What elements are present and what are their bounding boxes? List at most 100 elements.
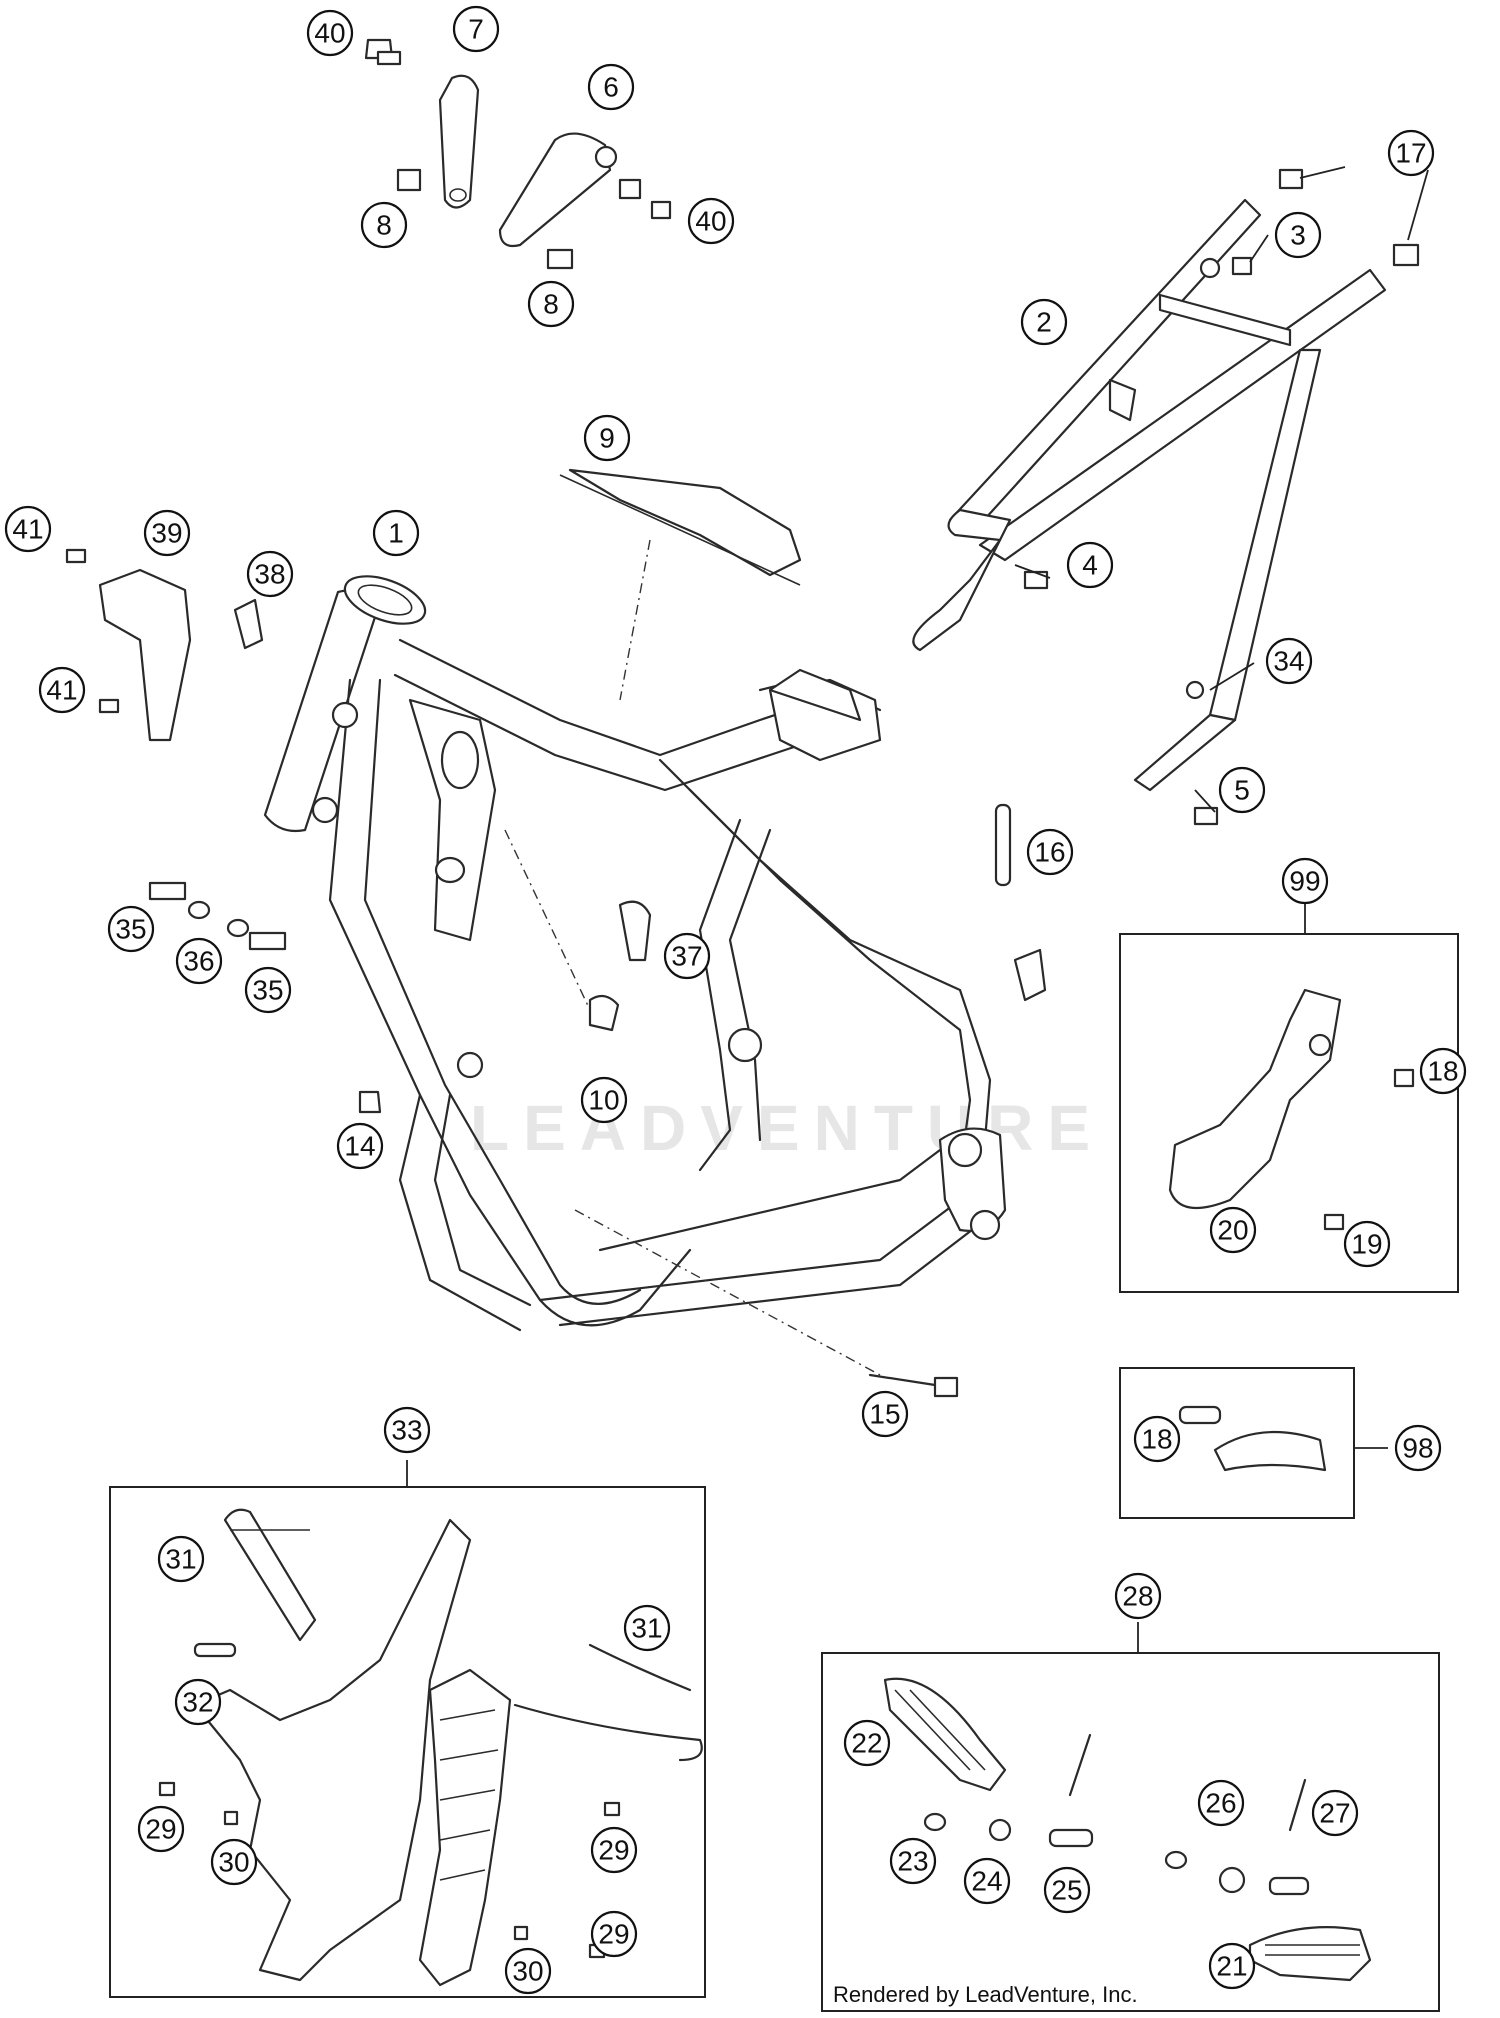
svg-text:1: 1 (388, 518, 404, 549)
box-98 (1119, 1367, 1355, 1519)
svg-text:27: 27 (1319, 1798, 1350, 1829)
callout: 7 (452, 5, 500, 53)
callout: 41 (4, 505, 52, 553)
svg-text:29: 29 (145, 1814, 176, 1845)
part-38-clip (233, 598, 264, 650)
svg-text:17: 17 (1395, 138, 1426, 169)
callout: 3 (1274, 211, 1322, 259)
callout: 40 (687, 197, 735, 245)
part-6-bracket (498, 132, 618, 248)
svg-text:38: 38 (254, 559, 285, 590)
part-33-frame-protectors (158, 1508, 703, 1987)
part-39-bracket (98, 568, 192, 742)
part-7-bracket (438, 74, 480, 209)
svg-text:40: 40 (695, 206, 726, 237)
callout: 26 (1197, 1779, 1245, 1827)
svg-text:23: 23 (897, 1846, 928, 1877)
callout: 19 (1343, 1220, 1391, 1268)
svg-text:99: 99 (1289, 866, 1320, 897)
callout: 8 (527, 280, 575, 328)
svg-text:41: 41 (12, 514, 43, 545)
part-28-footpegs (883, 1677, 1372, 1982)
callout: 29 (590, 1826, 638, 1874)
svg-text:98: 98 (1402, 1433, 1433, 1464)
part-3-screw (1231, 256, 1253, 276)
svg-text:2: 2 (1036, 307, 1052, 338)
part-40-bolt-top (364, 38, 402, 66)
callout: 99 (1281, 857, 1329, 905)
callout: 32 (174, 1678, 222, 1726)
svg-text:30: 30 (218, 1847, 249, 1878)
svg-text:37: 37 (671, 941, 702, 972)
svg-text:30: 30 (512, 1956, 543, 1987)
part-99-sidestand-bracket (1168, 988, 1415, 1231)
callout: 22 (843, 1719, 891, 1767)
watermark: LEADVENTURE (470, 1092, 1104, 1164)
svg-text:39: 39 (151, 518, 182, 549)
callout: 39 (143, 509, 191, 557)
callout: 17 (1387, 129, 1435, 177)
callout: 25 (1043, 1866, 1091, 1914)
svg-text:16: 16 (1034, 837, 1065, 868)
svg-text:35: 35 (252, 975, 283, 1006)
svg-text:19: 19 (1351, 1229, 1382, 1260)
callout: 16 (1026, 828, 1074, 876)
svg-text:6: 6 (603, 72, 619, 103)
svg-text:31: 31 (165, 1544, 196, 1575)
callout: 10 (580, 1076, 628, 1124)
svg-text:10: 10 (588, 1085, 619, 1116)
svg-text:21: 21 (1216, 1951, 1247, 1982)
callout: 8 (360, 201, 408, 249)
svg-text:7: 7 (468, 14, 484, 45)
svg-text:4: 4 (1082, 550, 1098, 581)
svg-text:14: 14 (344, 1131, 375, 1162)
render-credit: Rendered by LeadVenture, Inc. (833, 1982, 1138, 2007)
svg-text:18: 18 (1141, 1424, 1172, 1455)
leader-lines (406, 166, 1429, 1653)
callout: 31 (623, 1604, 671, 1652)
callout: 29 (137, 1805, 185, 1853)
callout: 35 (107, 905, 155, 953)
callout: 9 (583, 414, 631, 462)
svg-text:26: 26 (1205, 1788, 1236, 1819)
svg-text:3: 3 (1290, 220, 1306, 251)
svg-text:35: 35 (115, 914, 146, 945)
callout: 5 (1218, 766, 1266, 814)
main-frame (263, 575, 1047, 1332)
svg-text:40: 40 (314, 18, 345, 49)
callout: 37 (663, 932, 711, 980)
callout: 18 (1419, 1047, 1467, 1095)
callout: 29 (590, 1910, 638, 1958)
callout: 30 (504, 1947, 552, 1995)
callout: 14 (336, 1122, 384, 1170)
part-16-cable-tie (994, 803, 1012, 887)
part-40-bolt-mid (618, 178, 672, 220)
part-17-rubbers (1278, 168, 1420, 267)
svg-text:22: 22 (851, 1728, 882, 1759)
callout: 23 (889, 1837, 937, 1885)
svg-text:34: 34 (1273, 646, 1304, 677)
callout: 4 (1066, 541, 1114, 589)
callout: 38 (246, 550, 294, 598)
part-8-bolt-b (546, 248, 574, 270)
part-8-bolt-a (396, 168, 422, 192)
svg-text:24: 24 (971, 1866, 1002, 1897)
part-37-clip (618, 900, 652, 962)
svg-text:28: 28 (1122, 1581, 1153, 1612)
svg-text:36: 36 (183, 946, 214, 977)
callout: 33 (383, 1406, 431, 1454)
part-35-36-bolts (148, 881, 287, 951)
callout: 27 (1311, 1789, 1359, 1837)
callout: 24 (963, 1857, 1011, 1905)
svg-text:18: 18 (1427, 1056, 1458, 1087)
part-10-bushing (588, 994, 620, 1032)
part-98-footpeg-spring (1178, 1405, 1327, 1472)
box-28 (821, 1652, 1440, 2012)
callout: 34 (1265, 637, 1313, 685)
callout: 21 (1208, 1942, 1256, 1990)
svg-text:29: 29 (598, 1835, 629, 1866)
svg-text:31: 31 (631, 1613, 662, 1644)
svg-text:32: 32 (182, 1687, 213, 1718)
callout: 30 (210, 1838, 258, 1886)
part-9-chain-guide-top (559, 468, 802, 586)
